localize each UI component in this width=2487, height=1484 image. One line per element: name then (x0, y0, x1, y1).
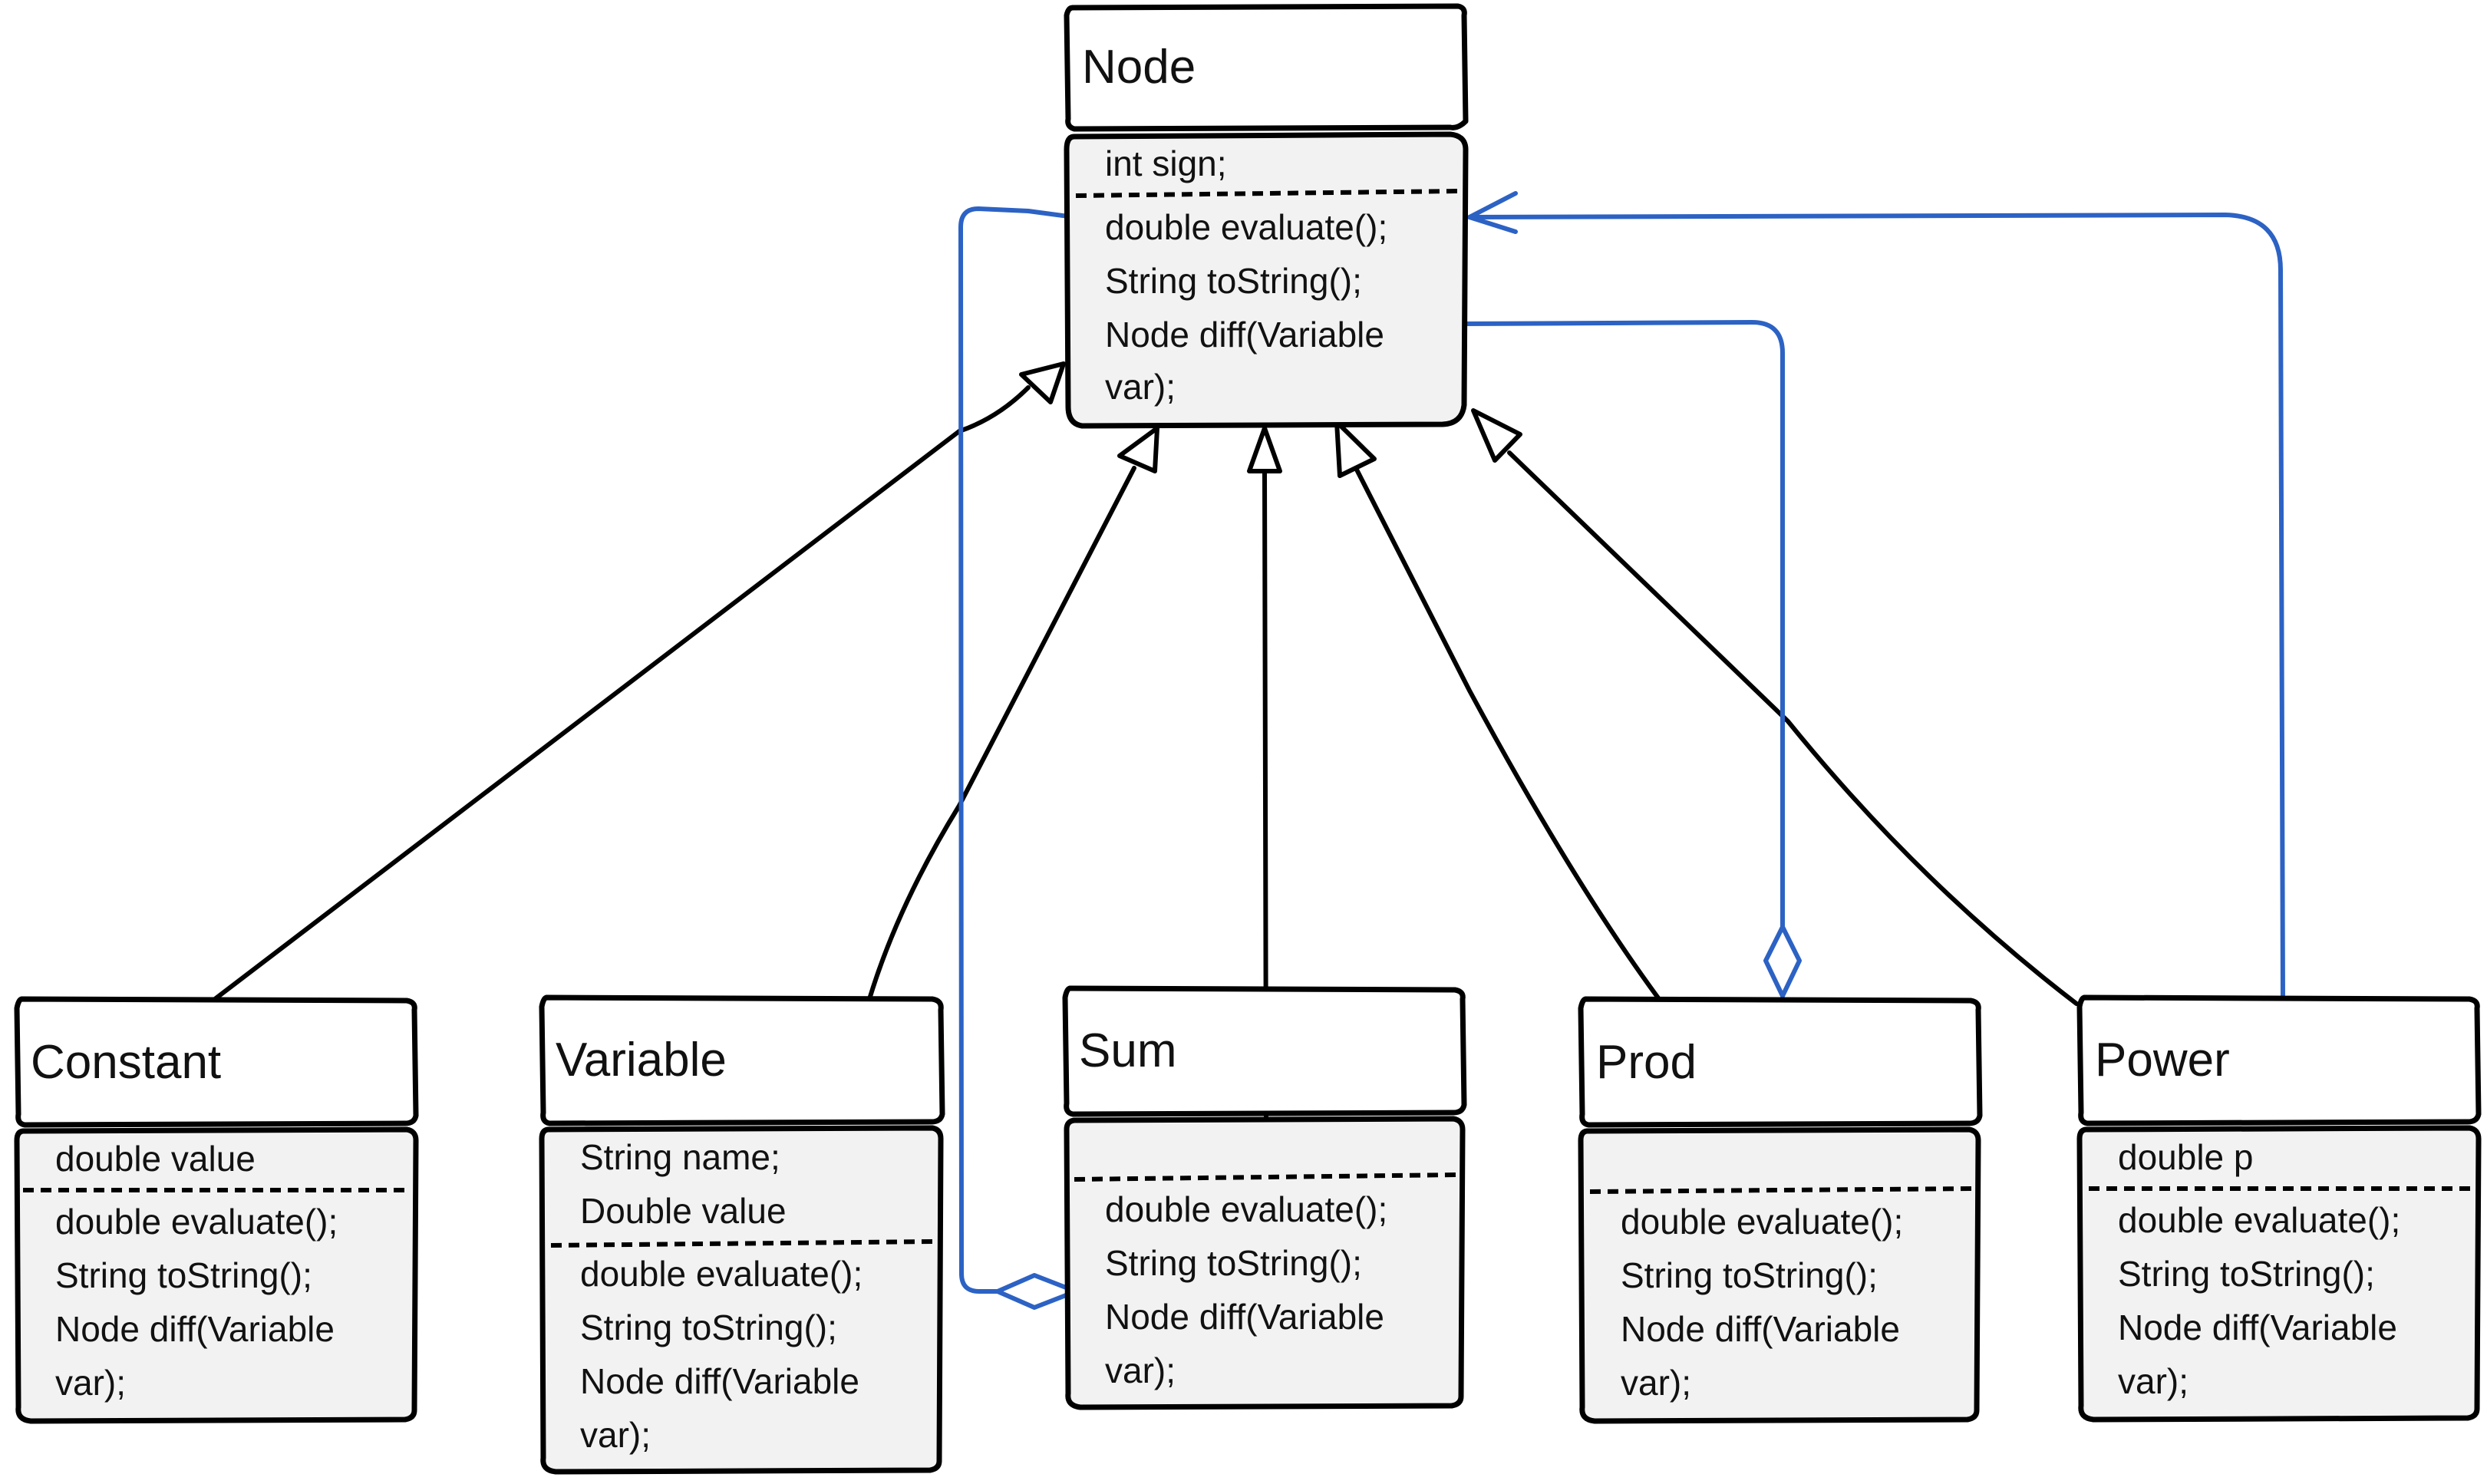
class-constant: Constant double value double evaluate();… (14, 996, 419, 1424)
class-node-method: double evaluate(); (1105, 207, 1387, 247)
class-prod-header (1578, 996, 1983, 1128)
aggregation-line-sum (958, 206, 1077, 1294)
class-variable-header (539, 994, 945, 1126)
class-constant-method: var); (55, 1363, 126, 1403)
class-node-method: var); (1105, 367, 1176, 407)
class-node-body (1064, 131, 1469, 429)
class-constant-method: Node diff(Variable (55, 1309, 335, 1349)
inheritance-arrowhead-prod (1334, 420, 1377, 478)
inheritance-connectors (213, 361, 2079, 1119)
class-node-method: Node diff(Variable (1105, 315, 1384, 355)
class-node-header (1064, 3, 1469, 132)
association-connectors (958, 191, 2285, 1310)
class-power-header (2076, 994, 2482, 1126)
class-prod-title: Prod (1596, 1036, 1697, 1089)
class-sum-divider (1074, 1172, 1459, 1182)
class-variable-method: double evaluate(); (580, 1254, 863, 1294)
class-variable: Variable String name; Double value doubl… (539, 994, 945, 1475)
class-prod-body (1578, 1126, 1981, 1424)
class-power: Power double p double evaluate(); String… (2076, 994, 2482, 1423)
class-power-body (2076, 1125, 2482, 1423)
class-prod-divider (1589, 1186, 1974, 1194)
class-constant-title: Constant (31, 1036, 221, 1089)
class-variable-attribute: String name; (580, 1137, 780, 1177)
class-node-divider (1075, 189, 1460, 198)
class-sum-title: Sum (1079, 1024, 1176, 1077)
class-sum-method: var); (1105, 1350, 1176, 1390)
class-power-method: double evaluate(); (2118, 1200, 2400, 1240)
class-node-attribute: int sign; (1105, 143, 1227, 183)
inheritance-line-variable (867, 466, 1136, 1001)
class-node-method: String toString(); (1105, 261, 1362, 301)
class-prod-method: Node diff(Variable (1621, 1309, 1900, 1349)
class-power-method: String toString(); (2118, 1254, 2375, 1294)
class-constant-header (14, 996, 419, 1128)
association-line-power (1467, 213, 2285, 1004)
class-node-title: Node (1082, 41, 1196, 94)
class-variable-divider (550, 1239, 935, 1248)
class-variable-body (539, 1125, 944, 1475)
class-sum-method: String toString(); (1105, 1243, 1362, 1283)
association-arrowhead-power (1467, 191, 1518, 234)
class-prod: Prod double evaluate(); String toString(… (1578, 996, 1983, 1424)
class-prod-method: double evaluate(); (1621, 1202, 1903, 1242)
inheritance-line-prod (1354, 467, 1661, 1001)
class-node: Node int sign; double evaluate(); String… (1064, 3, 1469, 429)
class-constant-method: double evaluate(); (55, 1202, 338, 1242)
class-sum-method: Node diff(Variable (1105, 1297, 1384, 1337)
class-variable-method: var); (580, 1415, 651, 1455)
class-power-method: Node diff(Variable (2118, 1308, 2397, 1347)
class-sum: Sum double evaluate(); String toString()… (1062, 985, 1467, 1410)
class-prod-method: var); (1621, 1363, 1691, 1403)
class-sum-method: double evaluate(); (1105, 1189, 1387, 1229)
class-power-title: Power (2095, 1034, 2230, 1087)
class-variable-method: Node diff(Variable (580, 1361, 859, 1401)
inheritance-line-power (1507, 450, 2079, 1006)
class-constant-method: String toString(); (55, 1255, 312, 1295)
class-constant-body (14, 1126, 419, 1424)
class-variable-method: String toString(); (580, 1308, 837, 1347)
class-variable-attribute: Double value (580, 1191, 787, 1231)
class-sum-header (1062, 985, 1467, 1117)
aggregation-diamond-sum (995, 1273, 1078, 1310)
inheritance-arrowhead-constant (1019, 361, 1066, 404)
inheritance-arrowhead-power (1471, 408, 1522, 463)
inheritance-arrowhead-sum (1247, 426, 1282, 473)
class-prod-method: String toString(); (1621, 1255, 1878, 1295)
class-sum-body (1064, 1116, 1466, 1410)
class-constant-attribute: double value (55, 1139, 256, 1179)
class-variable-title: Variable (556, 1034, 727, 1087)
class-power-method: var); (2118, 1361, 2188, 1401)
aggregation-line-prod (1460, 320, 1785, 929)
class-power-attribute: double p (2118, 1137, 2254, 1177)
inheritance-arrowhead-variable (1117, 426, 1159, 473)
aggregation-diamond-prod (1763, 925, 1802, 998)
